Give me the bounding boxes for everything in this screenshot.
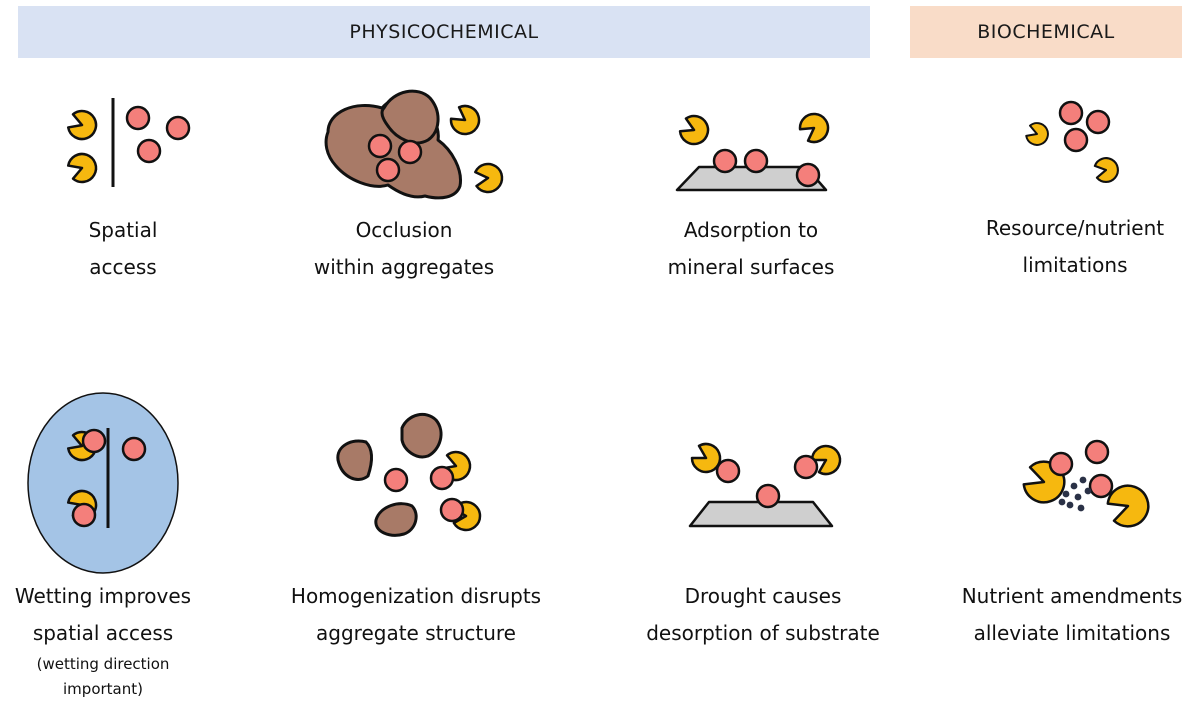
aggregate-fragment-icon (336, 439, 373, 481)
substrate-icon (121, 436, 147, 462)
drought-icon (687, 438, 847, 528)
substrate-icon (1088, 473, 1114, 499)
label-line: aggregate structure (316, 621, 516, 645)
label-amendments: Nutrient amendments alleviate limitation… (962, 578, 1183, 652)
mineral-surface-icon (688, 500, 834, 528)
enzyme-icon (1023, 119, 1052, 149)
note-line: important) (63, 680, 143, 698)
label-homogenization: Homogenization disrupts aggregate struct… (291, 578, 541, 652)
spatial-access-icon (64, 98, 191, 187)
substrate-icon (71, 502, 97, 528)
label-wetting: Wetting improves spatial access (15, 578, 191, 652)
substrate-icon (1084, 439, 1110, 465)
enzyme-icon (64, 148, 102, 187)
label-line: Drought causes (684, 584, 842, 608)
substrate-icon (375, 157, 401, 183)
nutrient-particles-icon (1058, 476, 1092, 512)
label-occlusion: Occlusion within aggregates (314, 212, 494, 286)
label-line: Wetting improves (14, 584, 192, 608)
label-adsorption: Adsorption to mineral surfaces (668, 212, 835, 286)
label-line: spatial access (32, 621, 174, 645)
enzyme-icon (473, 161, 505, 195)
amendments-icon (1018, 439, 1156, 533)
label-line: alleviate limitations (973, 621, 1171, 645)
substrate-icon (81, 428, 107, 454)
substrate-icon (1063, 127, 1089, 153)
enzyme-icon (64, 106, 102, 145)
note-wetting: (wetting direction important) (37, 652, 170, 702)
label-line: limitations (1022, 253, 1128, 277)
label-spatial-access: Spatial access (89, 212, 158, 286)
substrate-icon (743, 148, 769, 174)
enzyme-icon (794, 107, 835, 148)
label-line: Spatial (88, 218, 158, 242)
wetting-zone-icon (27, 392, 179, 574)
substrate-icon (715, 458, 741, 484)
label-resource: Resource/nutrient limitations (986, 210, 1164, 284)
substrate-icon (795, 162, 821, 188)
substrate-icon (755, 483, 781, 509)
homogenization-icon (336, 412, 482, 537)
label-line: access (89, 255, 157, 279)
enzyme-icon (1092, 155, 1121, 185)
label-line: Homogenization disrupts (290, 584, 542, 608)
aggregate-blob-icon (380, 89, 440, 145)
label-line: mineral surfaces (667, 255, 835, 279)
enzyme-icon (445, 100, 486, 141)
aggregate-fragment-icon (374, 502, 418, 537)
substrate-icon (439, 497, 465, 523)
label-line: Resource/nutrient (985, 216, 1165, 240)
label-drought: Drought causes desorption of substrate (646, 578, 880, 652)
substrate-icon (125, 105, 151, 131)
substrate-icon (383, 467, 409, 493)
substrate-icon (793, 454, 819, 480)
substrate-icon (429, 465, 455, 491)
enzyme-icon (675, 110, 714, 150)
label-line: Occlusion (355, 218, 453, 242)
label-line: Adsorption to (683, 218, 819, 242)
note-line: (wetting direction (36, 655, 170, 673)
substrate-icon (712, 148, 738, 174)
substrate-icon (367, 133, 393, 159)
adsorption-icon (675, 107, 835, 192)
biochemical-header: BIOCHEMICAL (910, 6, 1182, 58)
label-line: within aggregates (313, 255, 495, 279)
physicochemical-header: PHYSICOCHEMICAL (18, 6, 870, 58)
substrate-icon (136, 138, 162, 164)
label-line: desorption of substrate (646, 621, 880, 645)
wetting-icon (27, 392, 179, 574)
label-line: Nutrient amendments (961, 584, 1183, 608)
resource-icon (1023, 100, 1121, 185)
substrate-icon (1085, 109, 1111, 135)
occlusion-icon (324, 89, 505, 200)
substrate-icon (1048, 451, 1074, 477)
substrate-icon (397, 139, 423, 165)
substrate-icon (165, 115, 191, 141)
aggregate-fragment-icon (400, 412, 443, 459)
substrate-icon (1058, 100, 1084, 126)
